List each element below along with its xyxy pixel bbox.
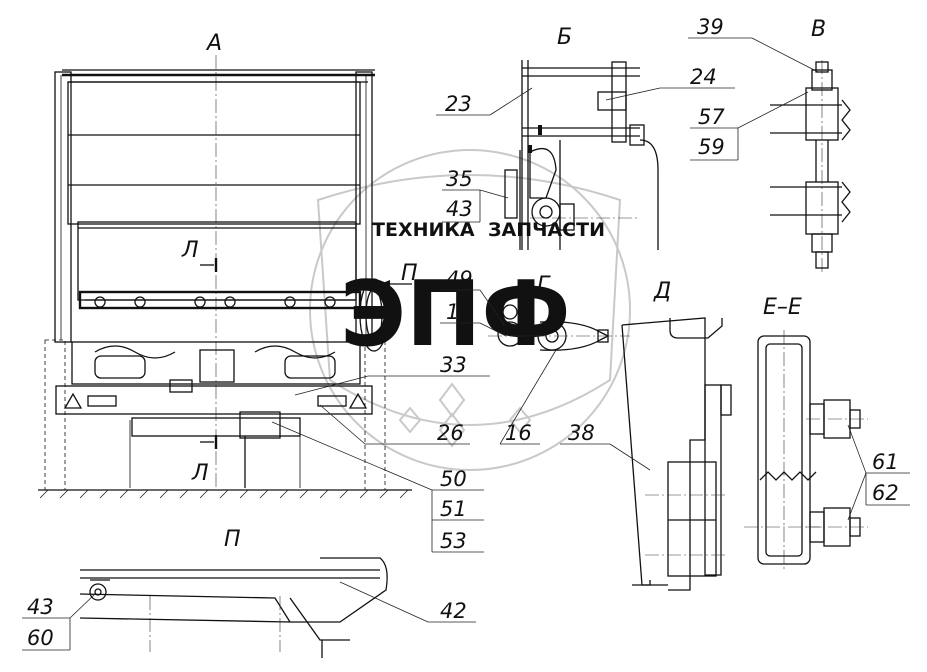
view-ee-drawing bbox=[744, 330, 868, 570]
callout-16: 16 bbox=[505, 421, 532, 445]
view-label-d: Д bbox=[653, 279, 671, 304]
section-label-l-top: Л bbox=[181, 238, 199, 263]
callout-43-upper: 43 bbox=[446, 197, 473, 221]
view-a-drawing bbox=[38, 55, 412, 499]
callout-26: 26 bbox=[437, 421, 464, 445]
view-p-drawing bbox=[79, 557, 388, 658]
view-label-p-detail: П bbox=[224, 527, 241, 552]
callout-23: 23 bbox=[445, 92, 472, 116]
callout-61: 61 bbox=[872, 450, 899, 474]
watermark-top-text-right: ЗАПЧАСТИ bbox=[488, 219, 605, 241]
callout-35: 35 bbox=[446, 167, 473, 191]
callout-53: 53 bbox=[440, 529, 467, 553]
view-label-p-arrow: П bbox=[401, 261, 418, 286]
callout-57: 57 bbox=[698, 105, 725, 129]
view-b-drawing bbox=[504, 60, 659, 250]
callout-39: 39 bbox=[697, 15, 724, 39]
callout-42: 42 bbox=[440, 599, 467, 623]
view-d-drawing bbox=[621, 317, 732, 591]
view-label-v: В bbox=[811, 17, 826, 42]
callout-38: 38 bbox=[568, 421, 595, 445]
callout-43-lower: 43 bbox=[27, 595, 54, 619]
callout-60: 60 bbox=[27, 626, 54, 650]
view-g-drawing bbox=[488, 304, 630, 351]
section-label-l-bottom: Л bbox=[191, 461, 209, 486]
callout-50: 50 bbox=[440, 467, 467, 491]
callout-24: 24 bbox=[690, 65, 717, 89]
view-label-ee: Е–Е bbox=[763, 295, 802, 320]
callout-17: 17 bbox=[446, 300, 473, 324]
leader-lines bbox=[22, 37, 910, 651]
callout-51: 51 bbox=[440, 497, 467, 521]
watermark-top-text: ТЕХНИКА bbox=[372, 219, 475, 241]
callout-49: 49 bbox=[446, 267, 473, 291]
callout-62: 62 bbox=[872, 481, 899, 505]
view-v-drawing bbox=[770, 60, 851, 275]
callout-59: 59 bbox=[698, 135, 725, 159]
view-label-b: Б bbox=[557, 25, 572, 50]
view-label-g: Г bbox=[537, 273, 551, 298]
callout-33: 33 bbox=[440, 353, 467, 377]
view-label-a: А bbox=[205, 31, 222, 56]
